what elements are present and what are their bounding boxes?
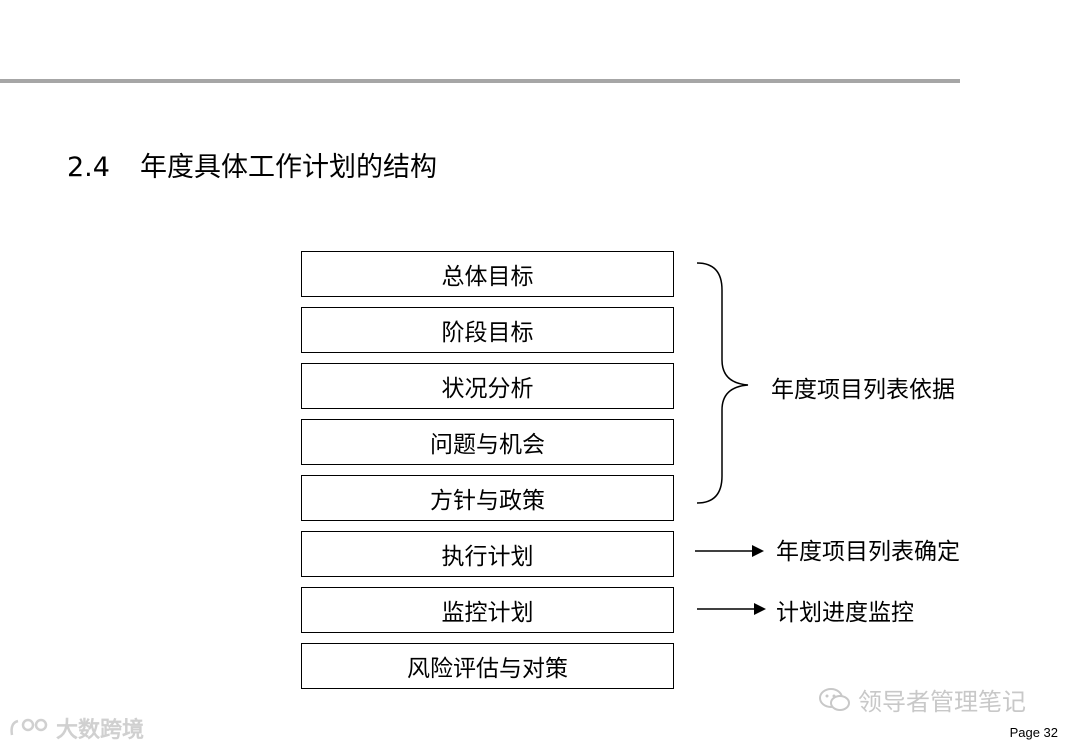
box-overall-goal: 总体目标 [301,251,674,297]
box-problems-opportunities: 问题与机会 [301,419,674,465]
section-number: 2.4 [67,152,110,183]
box-policy: 方针与政策 [301,475,674,521]
box-monitoring-plan: 监控计划 [301,587,674,633]
watermark-left: 大数跨境 [8,712,144,744]
box-execution-plan: 执行计划 [301,531,674,577]
section-title-text: 年度具体工作计划的结构 [139,152,437,183]
top-divider [0,79,960,83]
wechat-icon [819,687,850,711]
box-situation-analysis: 状况分析 [301,363,674,409]
section-title: 2.4 年度具体工作计划的结构 [67,150,437,186]
arrow-2-label: 计划进度监控 [776,600,914,626]
box-stage-goal: 阶段目标 [301,307,674,353]
watermark-left-text: 大数跨境 [56,718,145,743]
brace-label: 年度项目列表依据 [771,377,955,403]
logo-icon [10,718,48,736]
page-number: Page 32 [1009,725,1058,740]
arrow-1-label: 年度项目列表确定 [776,539,960,565]
arrow-1-head [752,545,764,557]
watermark-right: 领导者管理笔记 [818,682,1026,717]
watermark-right-text: 领导者管理笔记 [858,688,1026,716]
box-risk-assessment: 风险评估与对策 [301,643,674,689]
curly-brace [696,262,749,504]
arrow-2-head [754,603,766,615]
